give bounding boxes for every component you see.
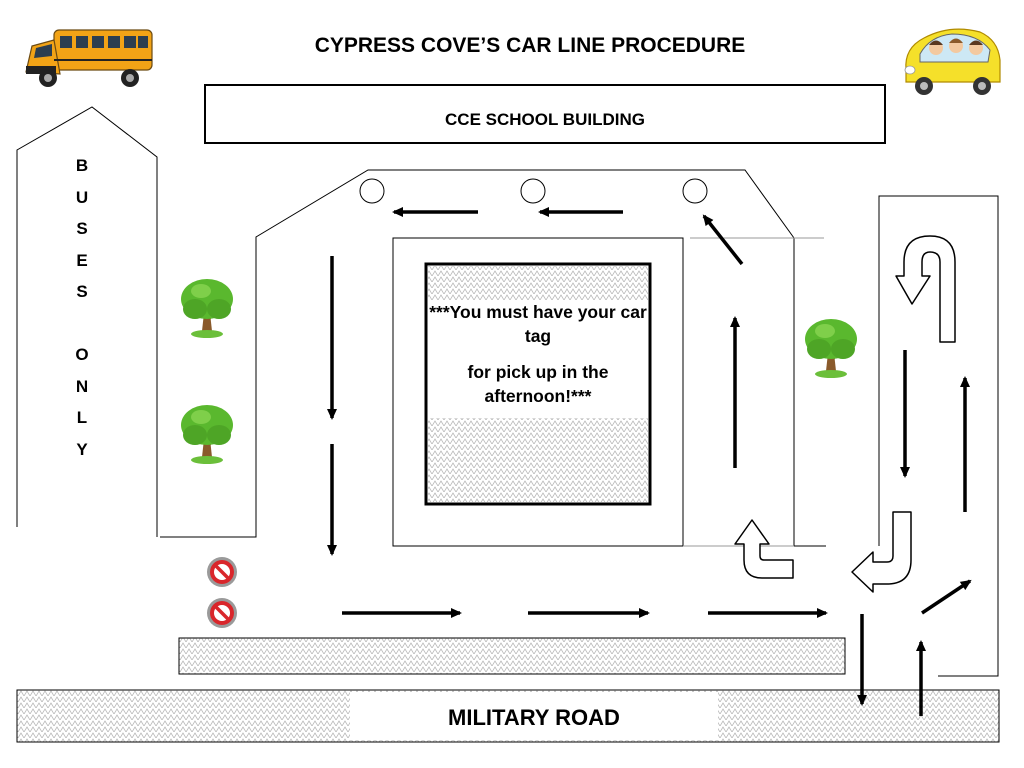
tree-icon [181,279,233,338]
bus-lane-letter: S [76,282,88,301]
no-entry-icon [207,598,237,628]
curved-arrow-icon [734,519,794,579]
bus-lane-letter: L [76,408,88,427]
bus-lane [16,106,158,537]
bus-lane-letter: E [76,250,88,270]
arrow-up-left-icon [702,214,744,266]
notice-hatch-bottom [428,418,648,502]
no-entry-icon [207,557,237,587]
school-building: CCE SCHOOL BUILDING [204,84,886,144]
car-loop-boundary [160,169,826,547]
notice-hatch-top [428,266,648,300]
curb-strip [178,637,846,675]
bus-lane-letter: U [75,187,89,207]
page-title: CYPRESS COVE’S CAR LINE PROCEDURE [314,34,746,57]
bus-lane-letter: Y [76,439,88,459]
pickup-spot-icon [520,178,546,204]
exit-lane-boundary [878,195,999,677]
notice-line-1: ***You must have your car tag [429,302,647,346]
school-bus-icon [25,29,153,87]
direction-arrows [327,207,972,716]
bus-lane-letter: O [75,345,89,364]
arrow-up-right-icon [921,579,972,615]
bus-lane-gap [64,308,100,340]
road-label: MILITARY ROAD [448,705,620,730]
bus-lane-letter: N [75,376,89,396]
tree-icon [805,319,857,378]
pickup-spot-icon [359,178,385,204]
u-turn-arrow-icon [851,511,912,593]
road-label-background [350,692,718,740]
tree-icon [181,405,233,464]
notice-line-2: for pick up in the afternoon!*** [467,362,609,406]
building-label: CCE SCHOOL BUILDING [445,110,645,129]
pickup-spot-icon [682,178,708,204]
bus-lane-letter: S [76,219,88,238]
car-tag-notice: ***You must have your car tag for pick u… [428,300,648,408]
bus-lane-label: B U S E S O N L Y [64,150,100,465]
u-turn-arrow-icon [895,235,956,343]
bus-lane-letter: B [75,156,89,175]
family-car-icon [904,28,1001,95]
